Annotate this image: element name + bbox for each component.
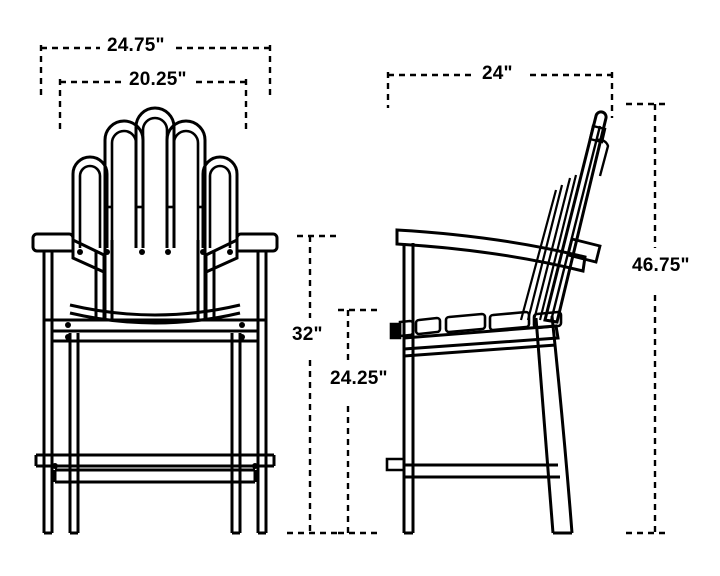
back-slat-center: [134, 106, 176, 248]
armrest-left: [31, 232, 106, 320]
seat-front-edge: [69, 303, 241, 325]
side-footrest-stretcher: [404, 463, 560, 479]
dimension-label-overall-width: 24.75": [107, 35, 165, 56]
side-seat-apron: [402, 324, 560, 358]
dimension-label-seat-height: 24.25": [330, 368, 388, 389]
back-slat-outer-left: [71, 155, 109, 248]
rear-legs: [68, 333, 242, 535]
front-legs: [42, 320, 268, 535]
side-rear-leg: [534, 315, 574, 535]
dimension-label-overall-height: 46.75": [632, 255, 690, 276]
armrest-right: [204, 232, 279, 320]
side-fastener-blocks: [385, 322, 406, 472]
footrest-stretcher: [34, 453, 276, 484]
dimension-label-overall-depth: 24": [482, 63, 513, 84]
dimension-lines: [39, 45, 668, 535]
side-back-cross-brace: [566, 237, 602, 264]
arm-support-left: [94, 250, 106, 320]
back-slat-outer-right: [201, 155, 239, 248]
dimension-label-arm-height: 32": [292, 324, 323, 345]
seat-apron: [44, 318, 266, 343]
side-seat-slats: [398, 310, 563, 338]
side-view-geometry: [385, 110, 610, 535]
arm-support-right: [204, 250, 216, 320]
side-armrest: [395, 228, 587, 273]
dimension-label-seat-width: 20.25": [129, 69, 187, 90]
front-view-geometry: [31, 106, 279, 535]
side-arm-front-post: [402, 243, 415, 535]
fastener-dots-front: [52, 249, 258, 469]
side-back-post-top-cap: [588, 124, 607, 144]
